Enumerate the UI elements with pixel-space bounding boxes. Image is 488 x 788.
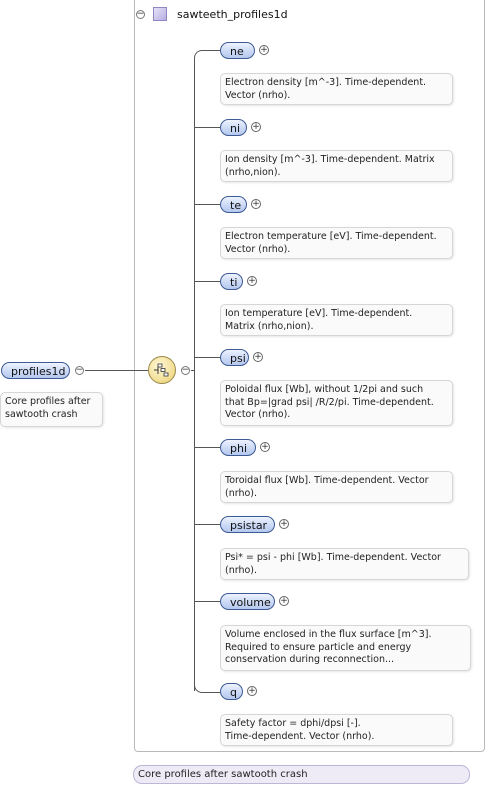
description-line: Electron density [m^-3]. Time-dependent. — [225, 77, 427, 88]
description-line: Psi* = psi - phi [Wb]. Time-dependent. V… — [225, 552, 441, 563]
child-description-psistar: Psi* = psi - phi [Wb]. Time-dependent. V… — [220, 548, 469, 580]
trunk-top-curve — [194, 50, 221, 63]
child-node-psistar[interactable]: psistar — [220, 516, 275, 533]
description-line: (nrho). — [225, 487, 258, 499]
sequence-compositor-icon[interactable] — [148, 356, 176, 384]
description-line: (nrho,nion). — [225, 166, 281, 178]
description-line: Poloidal flux [Wb], without 1/2pi and su… — [225, 384, 424, 395]
branch-line — [195, 204, 220, 205]
branch-line — [195, 281, 220, 282]
expand-phi-icon[interactable]: + — [260, 441, 270, 452]
description-line: Toroidal flux [Wb]. Time-dependent. Vect… — [225, 475, 429, 486]
root-label: profiles1d — [11, 365, 66, 378]
branch-line — [195, 524, 220, 525]
expand-ne-icon[interactable]: + — [259, 44, 269, 55]
expand-psi-icon[interactable]: + — [253, 351, 263, 362]
child-node-phi[interactable]: phi — [220, 439, 256, 456]
expand-volume-icon[interactable]: + — [279, 595, 289, 606]
child-label: q — [230, 686, 237, 699]
child-node-psi[interactable]: psi — [220, 349, 249, 366]
root-connector — [85, 370, 148, 371]
trunk-bottom-curve — [194, 680, 221, 693]
type-footer: Core profiles after sawtooth crash — [133, 765, 470, 784]
description-line: Safety factor = dphi/dpsi [-]. — [225, 718, 361, 729]
expand-ni-icon[interactable]: + — [251, 121, 261, 132]
expand-psistar-icon[interactable]: + — [279, 518, 289, 529]
root-node[interactable]: profiles1d — [1, 362, 70, 379]
child-node-q[interactable]: q — [220, 683, 243, 700]
child-label: ni — [230, 122, 241, 135]
description-line: (nrho). — [225, 564, 258, 576]
child-description-phi: Toroidal flux [Wb]. Time-dependent. Vect… — [220, 471, 453, 503]
expand-ti-icon[interactable]: + — [247, 275, 257, 286]
description-line: Time-dependent. Vector (nrho). — [225, 730, 375, 742]
description-line: Electron temperature [eV]. Time-dependen… — [225, 231, 437, 242]
child-description-ni: Ion density [m^-3]. Time-dependent. Matr… — [220, 150, 453, 182]
child-description-psi: Poloidal flux [Wb], without 1/2pi and su… — [220, 380, 453, 426]
child-description-te: Electron temperature [eV]. Time-dependen… — [220, 227, 453, 259]
child-label: psi — [230, 352, 246, 365]
branch-line — [195, 357, 220, 358]
child-node-volume[interactable]: volume — [220, 593, 275, 610]
description-line: Vector (nrho). — [225, 409, 291, 420]
description-line: Volume enclosed in the flux surface [m^3… — [225, 629, 432, 640]
expand-te-icon[interactable]: + — [251, 198, 261, 209]
description-line: that Bp=|grad psi| /R/2/pi. Time-depende… — [225, 396, 434, 408]
description-line: Ion temperature [eV]. Time-dependent. — [225, 308, 413, 319]
child-description-ne: Electron density [m^-3]. Time-dependent.… — [220, 73, 453, 105]
type-title: sawteeth_profiles1d — [177, 7, 288, 21]
description-line: Required to ensure particle and energy — [225, 641, 412, 653]
child-node-te[interactable]: te — [220, 196, 247, 213]
child-label: te — [230, 199, 242, 212]
collapse-type-icon[interactable]: − — [136, 8, 145, 19]
child-node-ni[interactable]: ni — [220, 119, 247, 136]
description-line: Ion density [m^-3]. Time-dependent. Matr… — [225, 154, 435, 165]
description-line: Vector (nrho). — [225, 243, 291, 255]
tree-trunk — [194, 58, 195, 691]
child-label: psistar — [230, 519, 268, 532]
child-node-ti[interactable]: ti — [220, 273, 243, 290]
description-line: Matrix (nrho,nion). — [225, 320, 314, 332]
child-node-ne[interactable]: ne — [220, 42, 255, 59]
child-label: ne — [230, 45, 244, 58]
child-description-q: Safety factor = dphi/dpsi [-].Time-depen… — [220, 714, 453, 746]
complex-type-icon — [153, 7, 167, 21]
root-description: Core profiles after sawtooth crash — [0, 392, 103, 427]
child-label: ti — [230, 276, 238, 289]
child-description-ti: Ion temperature [eV]. Time-dependent.Mat… — [220, 304, 453, 336]
collapse-root-icon[interactable]: − — [75, 365, 84, 375]
branch-line — [195, 447, 220, 448]
description-line: conservation during reconnection... — [225, 654, 395, 665]
child-label: phi — [230, 442, 248, 455]
branch-line — [195, 601, 220, 602]
child-label: volume — [230, 596, 271, 609]
description-line: Vector (nrho). — [225, 89, 291, 101]
branch-line — [195, 127, 220, 128]
child-description-volume: Volume enclosed in the flux surface [m^3… — [220, 625, 471, 671]
collapse-sequence-icon[interactable]: − — [181, 365, 190, 375]
type-header: − sawteeth_profiles1d — [136, 4, 288, 24]
sequence-connector — [191, 370, 195, 371]
expand-q-icon[interactable]: + — [247, 685, 257, 696]
